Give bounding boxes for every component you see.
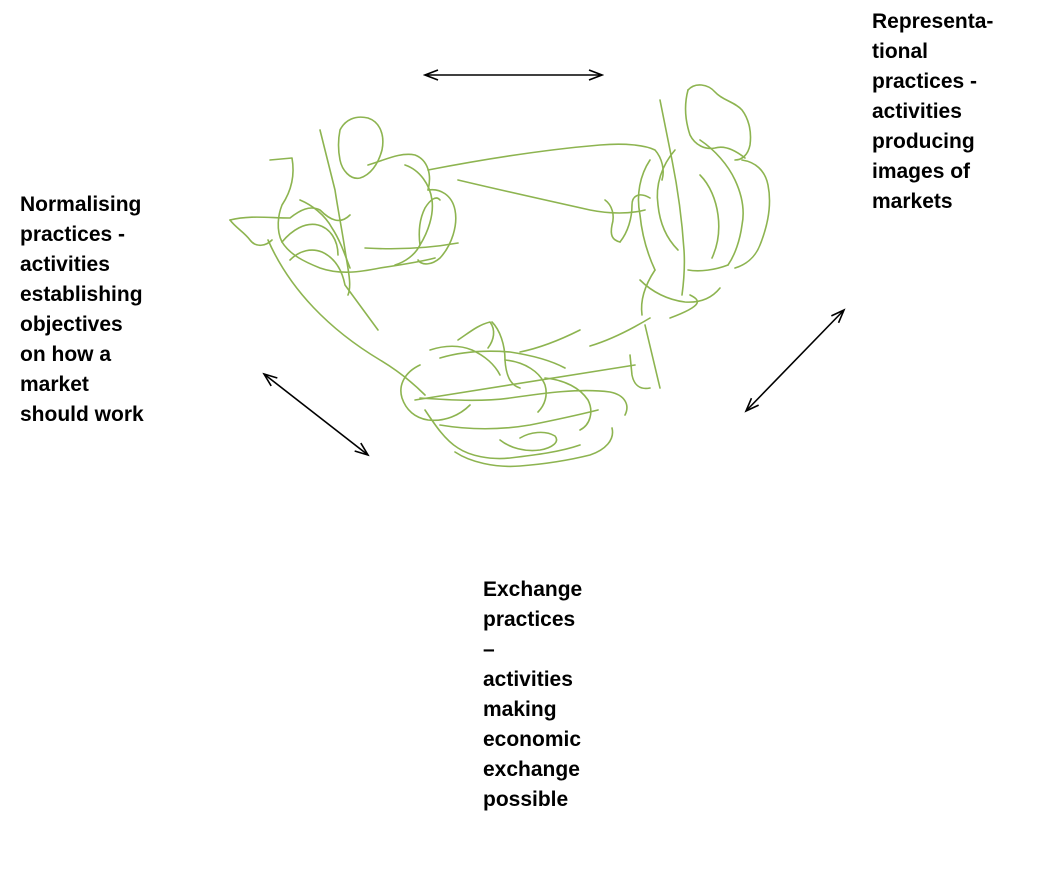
label-line: establishing xyxy=(20,283,143,306)
label-line: practices - xyxy=(20,223,126,246)
label-line: possible xyxy=(483,788,569,811)
arrow-left-diagonal xyxy=(264,374,368,455)
label-line: producing xyxy=(872,130,975,153)
exchange-practices-label: Exchange practices – activities making e… xyxy=(483,575,582,815)
label-line: Normalising xyxy=(20,193,142,216)
sketch-hands-illustration xyxy=(229,84,771,468)
label-line: Exchange xyxy=(483,578,583,601)
label-line: markets xyxy=(872,190,953,213)
label-line: practices xyxy=(483,608,576,631)
label-line: – xyxy=(483,638,495,661)
label-line: should work xyxy=(20,403,144,426)
label-line: Representa- xyxy=(872,10,994,33)
representational-practices-label: Representa- tional practices - activitie… xyxy=(872,7,993,217)
arrow-right-diagonal xyxy=(746,310,844,411)
normalising-practices-label: Normalising practices - activities estab… xyxy=(20,190,144,430)
label-line: on how a xyxy=(20,343,111,366)
label-line: exchange xyxy=(483,758,580,781)
label-line: tional xyxy=(872,40,928,63)
label-line: practices - xyxy=(872,70,978,93)
label-line: activities xyxy=(483,668,573,691)
label-line: economic xyxy=(483,728,582,751)
label-line: objectives xyxy=(20,313,123,336)
label-line: making xyxy=(483,698,557,721)
label-line: activities xyxy=(20,253,110,276)
label-line: images of xyxy=(872,160,971,183)
label-line: activities xyxy=(872,100,962,123)
label-line: market xyxy=(20,373,89,396)
